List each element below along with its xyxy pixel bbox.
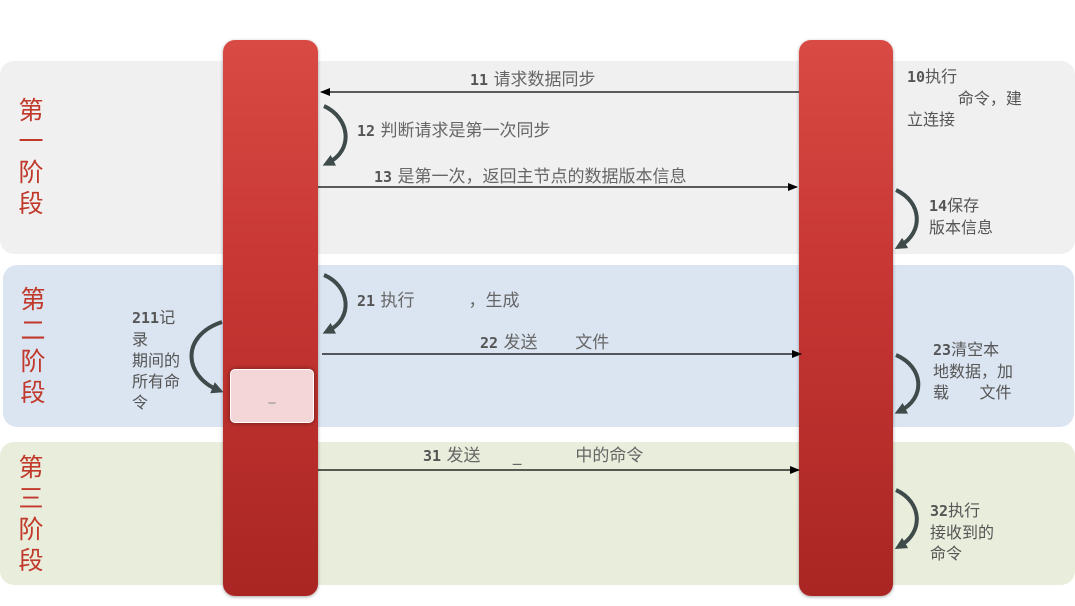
note-32-text: 执行 接收到的 命令 <box>930 501 995 563</box>
stage-2-band <box>3 265 1074 427</box>
note-14: 14保存 版本信息 <box>929 195 1049 238</box>
message-11-text: 请求数据同步 <box>493 70 596 90</box>
message-22-num: 22 <box>480 334 499 352</box>
message-21-num: 21 <box>357 292 376 310</box>
message-11-num: 11 <box>470 71 489 89</box>
message-13: 13 是第一次，返回主节点的数据版本信息 <box>374 167 686 188</box>
curved-arrow-12 <box>322 104 348 166</box>
stage-3-band <box>0 442 1075 585</box>
stage-3-label: 第三阶段 <box>18 453 44 575</box>
curved-arrow-32 <box>894 488 919 550</box>
curved-arrow-23 <box>894 353 921 414</box>
command-buffer-box: _ <box>230 369 314 423</box>
note-32-num: 32 <box>930 502 949 520</box>
message-31-num: 31 <box>423 447 442 465</box>
curved-arrow-211 <box>189 320 224 394</box>
message-12-text: 判断请求是第一次同步 <box>380 121 551 141</box>
message-31-text: 发送 _ 中的命令 <box>446 446 644 466</box>
note-32: 32执行 接收到的 命令 <box>930 500 1050 564</box>
message-13-text: 是第一次，返回主节点的数据版本信息 <box>397 167 687 187</box>
note-10-text: 执行 命令，建 立连接 <box>907 67 1022 129</box>
curved-arrow-21 <box>322 273 348 334</box>
left-lifeline <box>223 40 318 596</box>
note-211-text: 记 录 期间的 所有命 令 <box>132 308 181 412</box>
note-10-num: 10 <box>907 68 926 86</box>
buffer-box-label: _ <box>268 388 276 404</box>
note-23: 23清空本 地数据，加 载 文件 <box>933 339 1063 403</box>
right-lifeline <box>799 40 893 596</box>
message-22-text: 发送 文件 <box>503 333 610 353</box>
message-12: 12 判断请求是第一次同步 <box>357 121 550 142</box>
note-23-num: 23 <box>933 341 952 359</box>
message-11: 11 请求数据同步 <box>470 70 595 91</box>
note-10: 10执行 命令，建 立连接 <box>907 66 1057 130</box>
note-14-text: 保存 版本信息 <box>929 196 994 237</box>
note-211-num: 211 <box>132 309 160 327</box>
note-14-num: 14 <box>929 197 948 215</box>
message-22: 22 发送 文件 <box>480 333 609 354</box>
note-23-text: 清空本 地数据，加 载 文件 <box>933 340 1014 402</box>
message-31: 31 发送 _ 中的命令 <box>423 446 643 467</box>
stage-1-band <box>0 61 1075 254</box>
curved-arrow-14 <box>894 188 919 250</box>
stage-1-label: 第一阶段 <box>18 96 44 218</box>
message-21: 21 执行 ，生成 <box>357 291 520 312</box>
message-13-num: 13 <box>374 168 393 186</box>
message-21-text: 执行 ，生成 <box>380 291 520 311</box>
note-211: 211记 录 期间的 所有命 令 <box>132 307 212 413</box>
stage-2-label: 第二阶段 <box>20 285 46 407</box>
message-12-num: 12 <box>357 122 376 140</box>
